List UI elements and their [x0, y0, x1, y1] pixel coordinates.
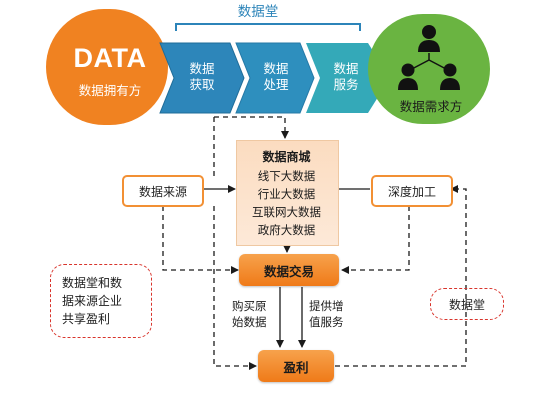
- data-demand-label: 数据需求方: [399, 99, 463, 114]
- profit-label: 盈利: [283, 359, 309, 375]
- stage-acquire-line1: 数据: [189, 61, 215, 76]
- mall-item-internet: 互联网大数据: [252, 205, 321, 219]
- data-source-box: 数据来源: [122, 175, 204, 207]
- deep-processing-box: 深度加工: [371, 175, 453, 207]
- data-exchange-label: 数据交易: [263, 263, 314, 279]
- data-hall-title: 数据堂: [237, 4, 279, 20]
- buy-raw-data-label: 购买原 始数据: [232, 298, 276, 330]
- data-owner-circle: [46, 9, 168, 125]
- data-owner-label: 数据拥有方: [78, 83, 142, 98]
- data-source-label: 数据来源: [138, 184, 187, 199]
- mall-item-offline: 线下大数据: [257, 169, 316, 183]
- stage-process: 数据 处理: [250, 61, 302, 93]
- stage-acquire-line2: 获取: [189, 77, 215, 92]
- data-exchange-box: 数据交易: [239, 254, 339, 286]
- data-hall-note: 数据堂: [430, 288, 504, 320]
- profit-box: 盈利: [258, 350, 334, 382]
- stage-acquire-shape: [160, 43, 244, 113]
- value-add-service-label: 提供增 值服务: [309, 298, 353, 330]
- shared-profit-line1: 数据堂和数: [62, 276, 123, 290]
- stage-process-line2: 处理: [263, 77, 289, 92]
- hall-bracket: [175, 23, 361, 31]
- data-mall-box: [236, 140, 339, 246]
- buy-raw-line2: 始数据: [232, 315, 267, 329]
- data-mall-title: 数据商城: [262, 150, 311, 164]
- shared-profit-line3: 共享盈利: [62, 312, 111, 326]
- mall-item-government: 政府大数据: [257, 223, 316, 237]
- stage-service: 数据 服务: [320, 61, 372, 93]
- shared-profit-line2: 据来源企业: [62, 294, 123, 308]
- stage-service-line1: 数据: [333, 61, 359, 76]
- data-word: DATA: [73, 43, 147, 73]
- stage-service-line2: 服务: [333, 77, 359, 92]
- shared-profit-note: 数据堂和数 据来源企业 共享盈利: [50, 264, 152, 338]
- data-hall-note-label: 数据堂: [448, 297, 485, 312]
- value-add-line2: 值服务: [309, 315, 344, 329]
- stage-process-line1: 数据: [263, 61, 289, 76]
- buy-raw-line1: 购买原: [232, 299, 267, 313]
- value-add-line1: 提供增: [309, 299, 344, 313]
- mall-item-industry: 行业大数据: [257, 187, 316, 201]
- stage-acquire: 数据 获取: [176, 61, 228, 93]
- people-group-icon: [398, 25, 460, 90]
- deep-processing-label: 深度加工: [387, 184, 436, 199]
- stage-process-shape: [236, 43, 314, 113]
